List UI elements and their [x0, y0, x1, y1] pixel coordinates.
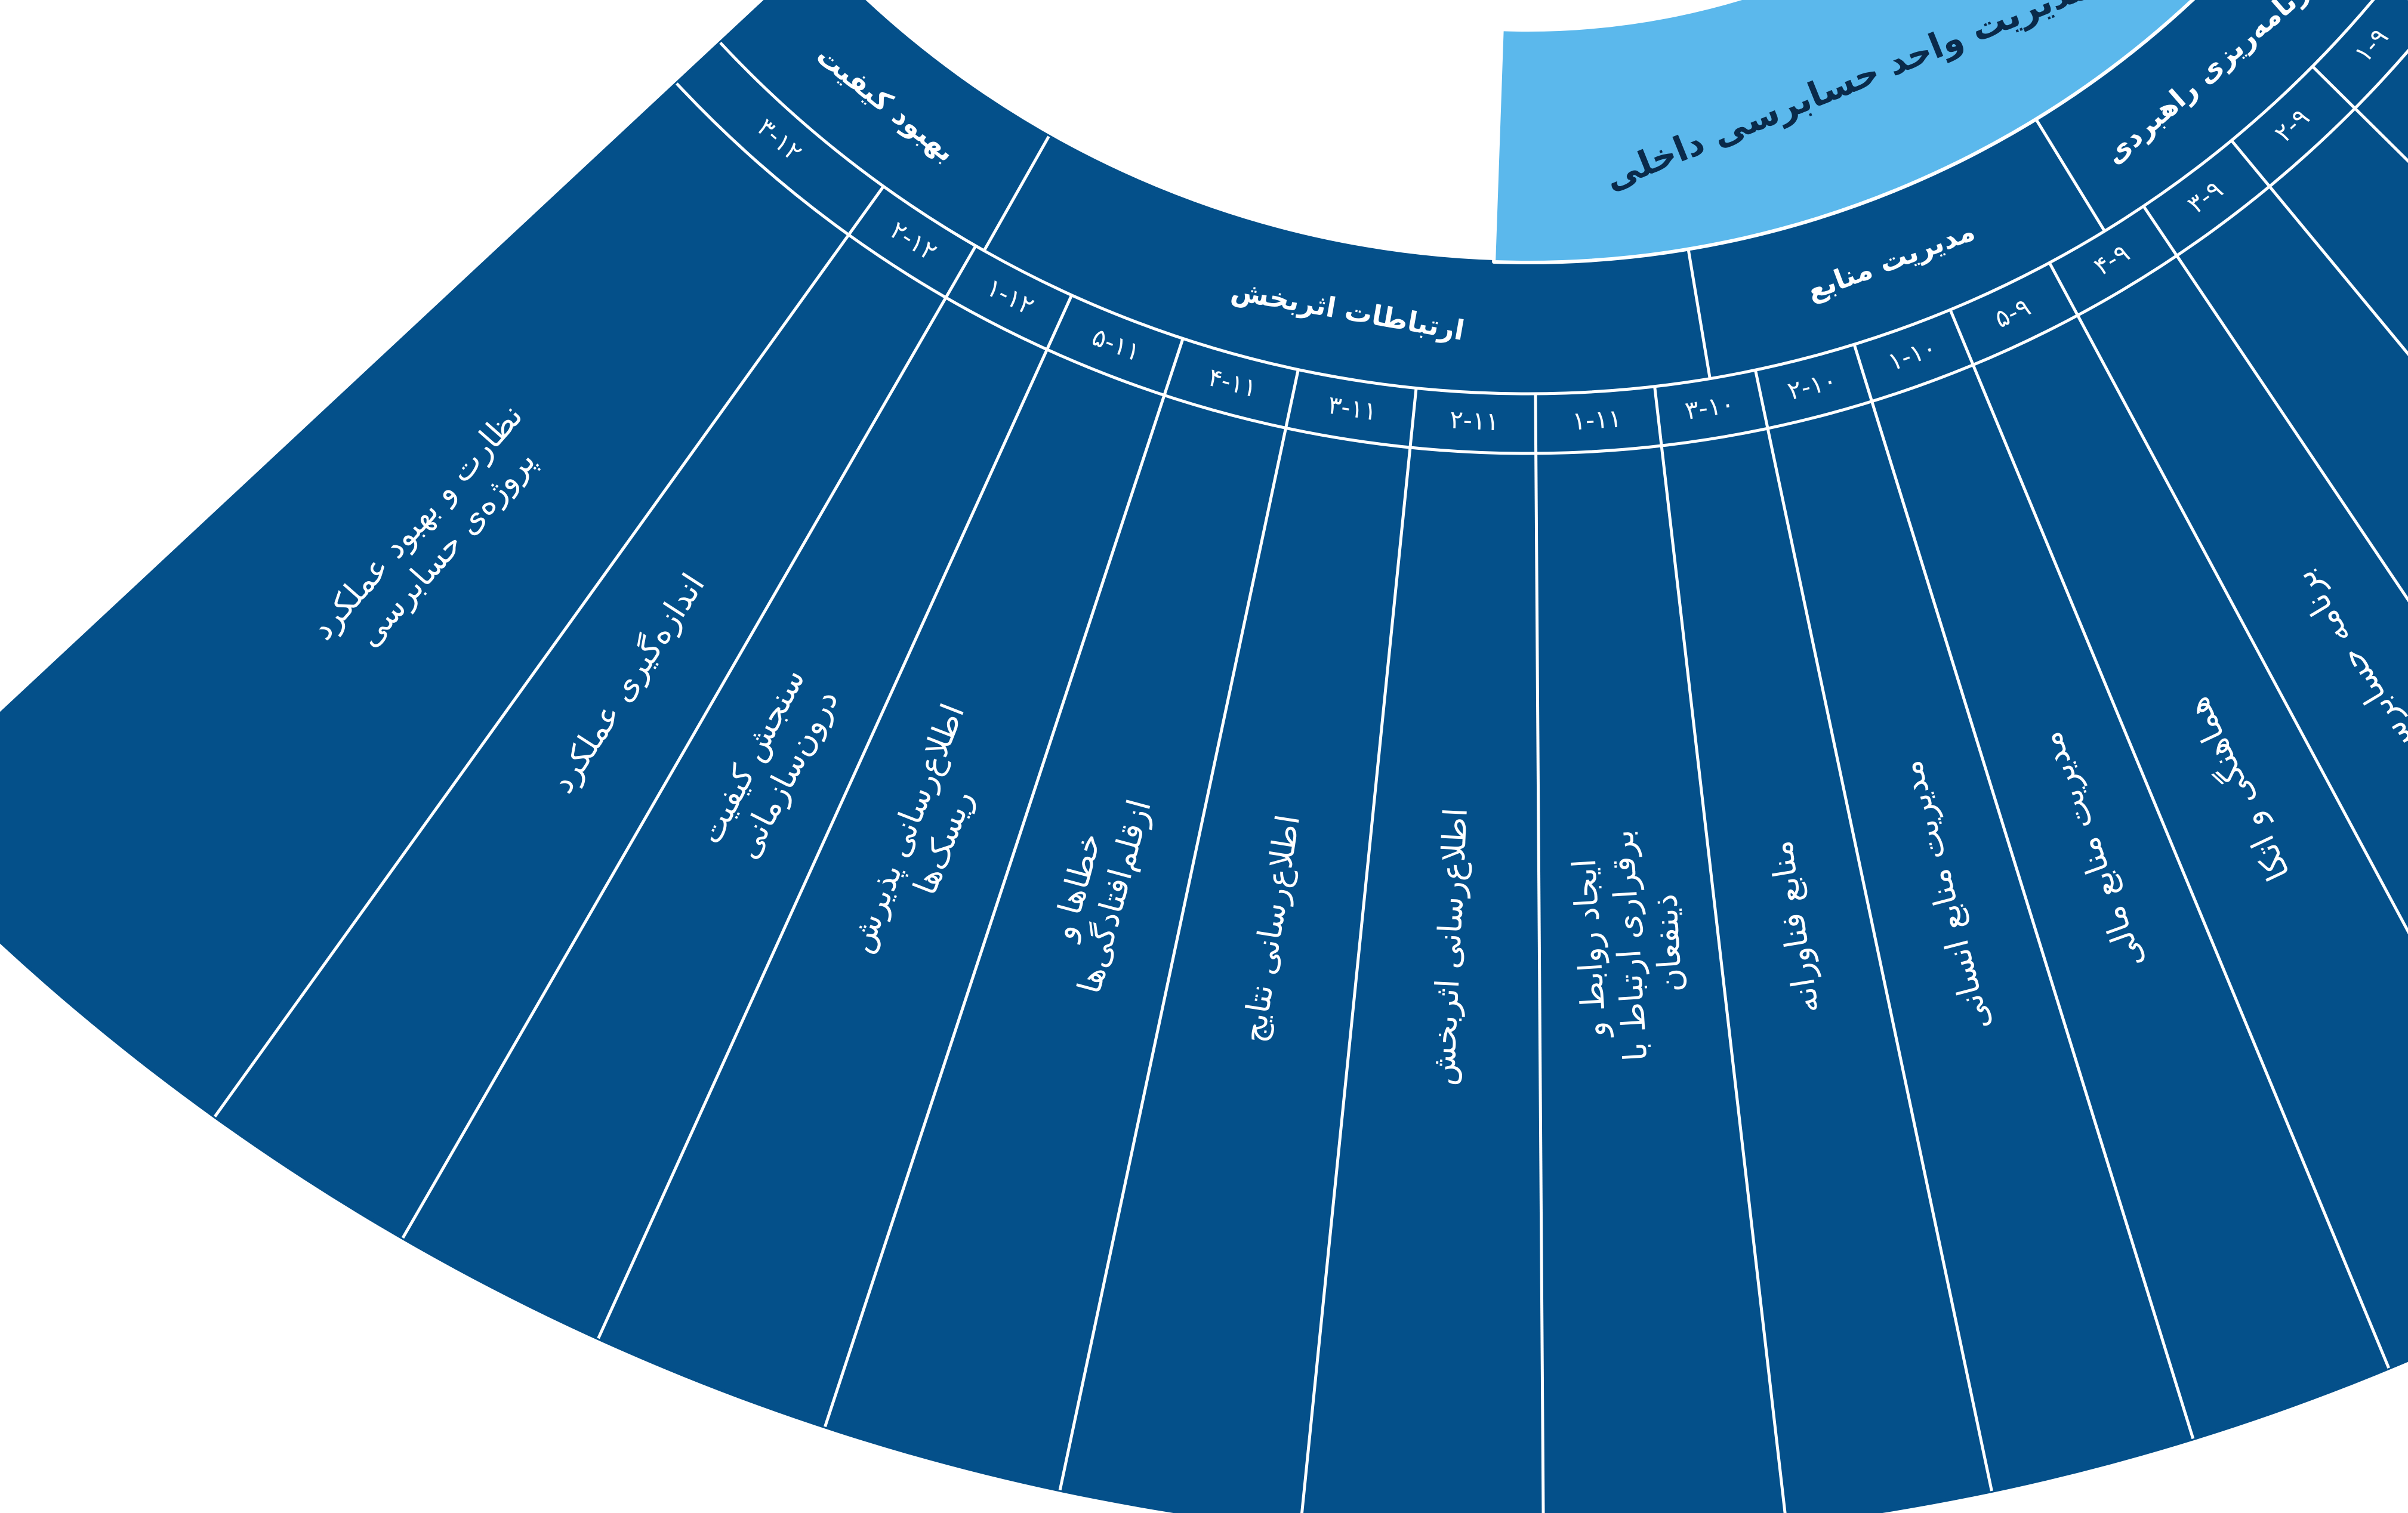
category-divider-1 — [2034, 118, 2106, 232]
code-ring-divider — [676, 48, 2408, 455]
item-divider-10 — [1300, 388, 1418, 1513]
category-divider-2 — [1686, 249, 1712, 379]
item-divider-9 — [1534, 393, 1545, 1513]
item-divider-6 — [1852, 344, 2195, 1440]
item-divider-4 — [2048, 262, 2408, 935]
category-divider-3 — [982, 135, 1050, 252]
item-divider-5 — [1948, 309, 2391, 1369]
item-divider-15 — [214, 185, 885, 1118]
category-ring-divider — [719, 0, 2375, 396]
item-divider-3 — [2142, 205, 2408, 603]
item-divider-13 — [597, 294, 1074, 1339]
item-divider-14 — [401, 245, 978, 1239]
title-band — [1492, 0, 2196, 264]
item-divider-7 — [1754, 369, 1993, 1492]
item-divider-12 — [824, 338, 1185, 1428]
item-divider-11 — [1058, 369, 1300, 1491]
item-divider-2 — [2230, 139, 2408, 356]
item-code-9: ۱-۱۱ — [1571, 403, 1623, 436]
item-code-10: ۲-۱۱ — [1449, 405, 1500, 436]
item-divider-8 — [1653, 386, 1787, 1513]
